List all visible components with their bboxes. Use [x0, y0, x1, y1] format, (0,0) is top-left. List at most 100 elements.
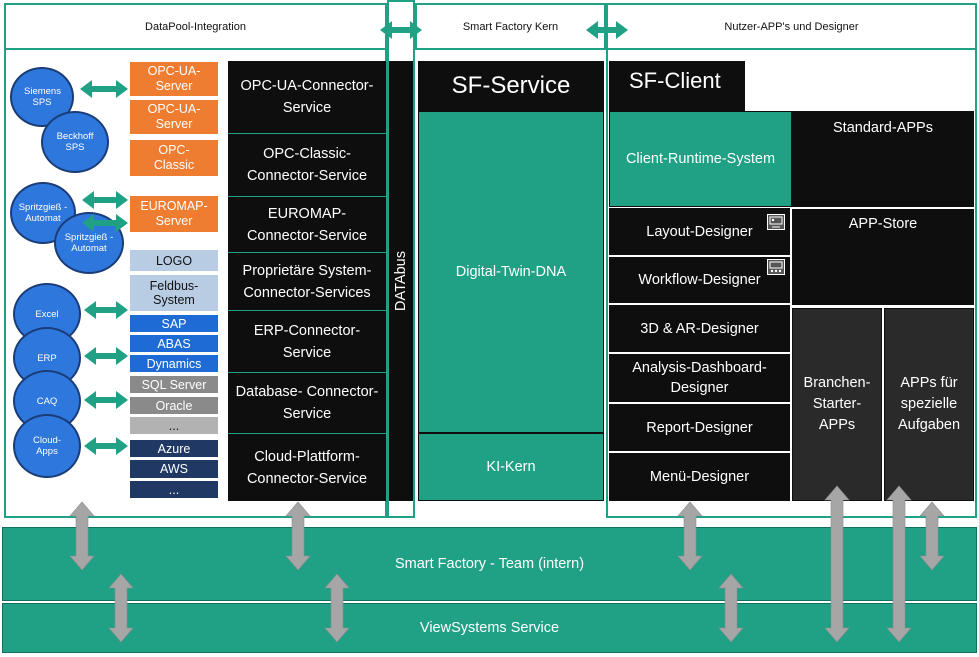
arrow-erp: [84, 347, 128, 365]
ki-kern-label: KI-Kern: [486, 459, 536, 475]
sf-service-title-label: SF-Service: [451, 72, 571, 99]
digital-twin-dna: Digital-Twin-DNA: [419, 112, 603, 432]
ar-designer-label: 3D & AR-Designer: [640, 320, 759, 337]
menu-designer-label: Menü-Designer: [649, 469, 750, 485]
source-siemens-label: Siemens SPS: [24, 86, 61, 108]
apps-spezielle-aufgaben: APPs für spezielle Aufgaben: [884, 308, 974, 501]
workflow-designer-label: Workflow-Designer: [638, 272, 761, 288]
header-datapool: DataPool-Integration: [4, 3, 387, 50]
analysis-dashboard-designer-label: Analysis-Dashboard- Designer: [632, 360, 767, 396]
arrow-spritz-euromap: [82, 191, 128, 209]
source-caq-label: CAQ: [36, 395, 58, 407]
databus-frame: [387, 0, 415, 518]
analysis-dashboard-designer: Analysis-Dashboard- Designer: [609, 354, 790, 404]
report-designer-label: Report-Designer: [646, 419, 753, 436]
tag-oracle: Oracle: [130, 397, 218, 414]
source-cloud: Cloud- Apps: [13, 414, 81, 478]
vert-arrow-5: [108, 573, 134, 643]
arrow-spritz2-euromap: [82, 214, 128, 232]
app-store-label: APP-Store: [848, 216, 918, 232]
server-opc-classic-label: OPC- Classic: [153, 143, 195, 172]
vert-arrow-7: [718, 573, 744, 643]
vert-arrow-3: [677, 501, 703, 571]
tag-logo-label: LOGO: [155, 253, 193, 268]
connector-euromap-label: EUROMAP- Connector-Service: [246, 205, 368, 244]
tag-feldbus: Feldbus- System: [130, 275, 218, 311]
source-spritz1: Spritzgieß -Automat: [10, 182, 76, 244]
source-beckhoff: Beckhoff SPS: [41, 111, 109, 173]
tag-dynamics: Dynamics: [130, 355, 218, 372]
tag-cloud-more-label: ...: [168, 482, 180, 497]
teal-arrows: [80, 21, 628, 455]
connector-proprietary-label: Proprietäre System- Connector-Services: [242, 262, 372, 301]
vert-arrow-4: [919, 501, 945, 571]
connector-opcua: OPC-UA-Connector- Service: [228, 61, 386, 134]
app-store: APP-Store: [792, 209, 974, 305]
standard-apps-label: Standard-APPs: [833, 120, 933, 136]
sf-client-title: SF-Client: [609, 61, 745, 111]
tag-azure: Azure: [130, 440, 218, 457]
sf-service-title: SF-Service: [418, 61, 604, 111]
tag-db-more: ...: [130, 417, 218, 434]
source-beckhoff-label: Beckhoff SPS: [56, 131, 94, 153]
tag-aws-label: AWS: [159, 462, 188, 476]
layout-designer-label: Layout-Designer: [646, 223, 753, 240]
arrow-header-right: [586, 21, 628, 39]
connector-opc-classic-label: OPC-Classic- Connector-Service: [246, 146, 368, 184]
arrow-siemens-opcua: [80, 80, 128, 98]
tag-sql-server-label: SQL Server: [141, 377, 207, 392]
tag-abas: ABAS: [130, 335, 218, 352]
branchen-starter-apps: Branchen- Starter- APPs: [792, 308, 882, 501]
viewsystems-service-bar: ViewSystems Service: [2, 603, 977, 653]
ki-kern: KI-Kern: [419, 434, 603, 500]
header-kern-label: Smart Factory Kern: [462, 20, 559, 33]
client-runtime-system-label: Client-Runtime-System: [625, 151, 776, 167]
vert-arrow-6: [324, 573, 350, 643]
apps-spezielle-aufgaben-label: APPs für spezielle Aufgaben: [897, 375, 961, 433]
source-spritz1-label: Spritzgieß -Automat: [18, 202, 68, 224]
connector-opc-classic: OPC-Classic- Connector-Service: [228, 134, 386, 197]
tag-feldbus-label: Feldbus- System: [149, 279, 199, 307]
source-cloud-label: Cloud- Apps: [33, 435, 61, 457]
tag-oracle-label: Oracle: [155, 398, 193, 413]
connector-erp: ERP-Connector- Service: [228, 311, 386, 373]
arrow-excel: [84, 301, 128, 319]
source-excel-label: Excel: [35, 308, 59, 320]
connector-proprietary: Proprietäre System- Connector-Services: [228, 253, 386, 311]
header-datapool-label: DataPool-Integration: [145, 20, 246, 33]
source-erp-label: ERP: [37, 352, 57, 364]
vert-arrow-spezielle: [886, 485, 912, 643]
client-runtime-system: Client-Runtime-System: [609, 111, 792, 207]
tag-dynamics-label: Dynamics: [146, 356, 202, 371]
vert-arrow-1: [69, 501, 95, 571]
smart-factory-team-label: Smart Factory - Team (intern): [394, 556, 585, 572]
tag-db-more-label: ...: [168, 418, 180, 433]
report-designer: Report-Designer: [609, 404, 790, 453]
server-opcua-1: OPC-UA- Server: [130, 62, 218, 96]
tag-aws: AWS: [130, 460, 218, 478]
ar-designer: 3D & AR-Designer: [609, 305, 790, 354]
tag-cloud-more: ...: [130, 481, 218, 498]
arrow-header-left: [380, 21, 422, 39]
connector-erp-label: ERP-Connector- Service: [253, 322, 361, 361]
databus: [389, 61, 413, 501]
digital-twin-dna-label: Digital-Twin-DNA: [455, 264, 567, 280]
workflow-board-icon: [767, 259, 785, 275]
arrow-caq: [84, 391, 128, 409]
viewsystems-service-label: ViewSystems Service: [419, 620, 560, 636]
server-opc-classic: OPC- Classic: [130, 140, 218, 176]
server-opcua-2: OPC-UA- Server: [130, 100, 218, 134]
server-opcua-1-label: OPC-UA- Server: [147, 64, 201, 93]
server-euromap-label: EUROMAP- Server: [140, 199, 208, 228]
gray-arrows: [69, 485, 945, 643]
sf-client-title-label: SF-Client: [629, 68, 721, 93]
standard-apps: Standard-APPs: [792, 111, 974, 207]
presentation-board-icon: [767, 214, 785, 230]
vert-arrow-branchen: [824, 485, 850, 643]
tag-sap: SAP: [130, 315, 218, 332]
layout-designer: Layout-Designer: [609, 208, 790, 257]
arrow-cloud: [84, 437, 128, 455]
connector-opcua-label: OPC-UA-Connector- Service: [240, 78, 374, 116]
source-spritz2-label: Spritzgieß -Automat: [64, 232, 114, 254]
